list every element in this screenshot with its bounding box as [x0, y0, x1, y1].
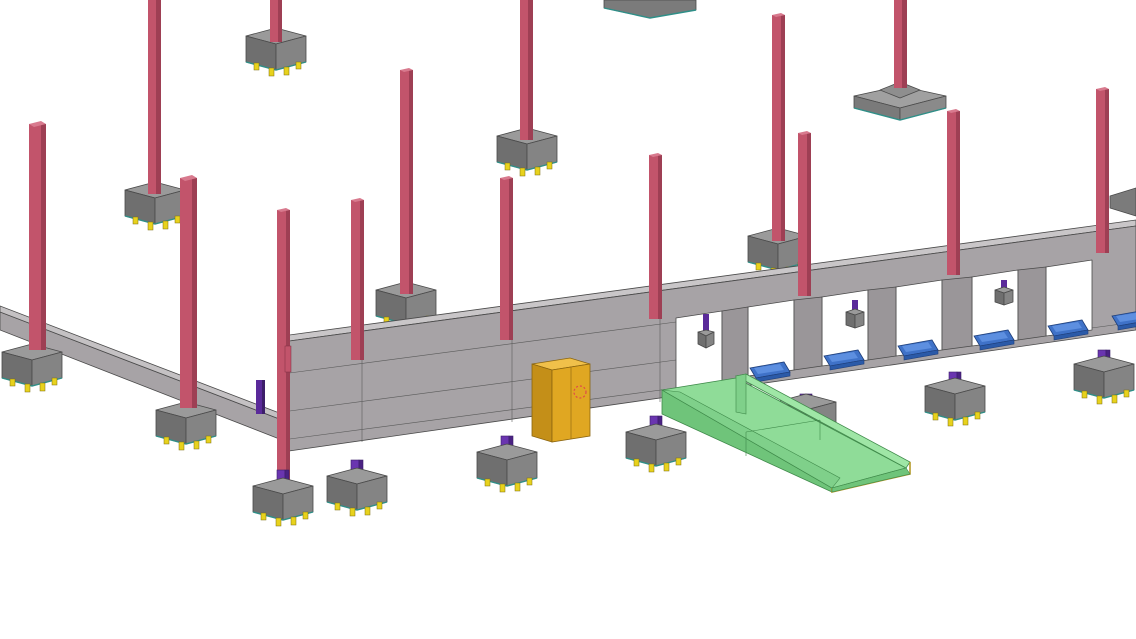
column-front-3[interactable] — [500, 176, 513, 340]
column-front-4[interactable] — [649, 153, 662, 319]
footing-left-2[interactable] — [155, 401, 217, 451]
footing-front-1[interactable] — [252, 469, 314, 527]
inner-footing-2[interactable] — [845, 300, 865, 329]
column-left-2[interactable] — [180, 175, 197, 408]
footing-front-2[interactable] — [326, 459, 388, 517]
column-front-6[interactable] — [947, 109, 960, 275]
column-front-5[interactable] — [798, 131, 811, 296]
footing-front-3[interactable] — [476, 435, 538, 493]
footing-right-edge[interactable] — [1109, 187, 1136, 217]
footing-top-partial[interactable] — [603, 0, 697, 19]
footing-left-1[interactable] — [1, 343, 63, 393]
footing-front-6[interactable] — [924, 371, 986, 427]
column-left-1[interactable] — [29, 121, 46, 350]
cabinet-marker-icon — [573, 385, 587, 399]
ramp[interactable] — [660, 373, 911, 494]
column-far-1b[interactable] — [270, 0, 282, 42]
stepped-footing[interactable] — [853, 81, 947, 121]
footing-front-4[interactable] — [625, 415, 687, 473]
column-far-2[interactable] — [520, 0, 533, 140]
column-far-4[interactable] — [400, 68, 413, 294]
column-far-5[interactable] — [772, 13, 785, 241]
inner-footing-3[interactable] — [994, 280, 1014, 306]
column-front-7[interactable] — [1096, 87, 1109, 253]
electrical-cabinet[interactable] — [531, 357, 591, 443]
pedestal-left[interactable] — [256, 380, 265, 414]
column-front-2[interactable] — [351, 198, 364, 360]
inner-footing-1[interactable] — [697, 314, 715, 349]
column-far-3[interactable] — [148, 0, 161, 194]
footing-front-7[interactable] — [1073, 349, 1135, 405]
column-front-1[interactable] — [277, 208, 292, 480]
column-far-6[interactable] — [894, 0, 907, 88]
